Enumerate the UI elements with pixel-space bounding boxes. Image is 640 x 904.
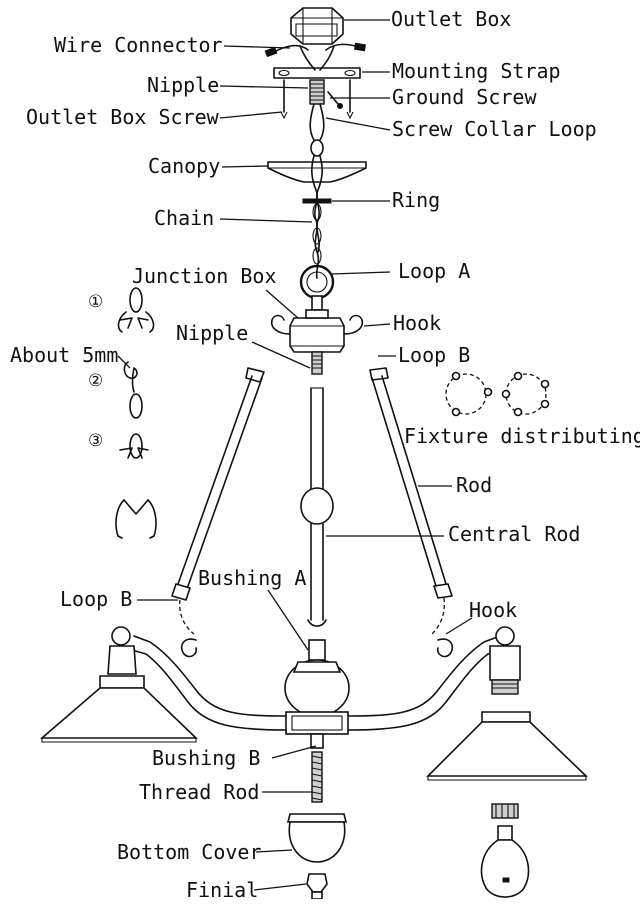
label-nipple-mid: Nipple	[176, 321, 248, 345]
step-marker-1: ①	[88, 292, 103, 312]
nipple-top-part	[309, 79, 325, 105]
label-nipple-top: Nipple	[147, 73, 219, 97]
bushing-b-part	[310, 733, 324, 749]
label-junction-box: Junction Box	[132, 264, 277, 288]
outlet-box-screws	[280, 79, 354, 120]
canopy-part	[267, 161, 367, 183]
label-screw-collar-loop: Screw Collar Loop	[392, 117, 597, 141]
label-hook-top: Hook	[393, 311, 441, 335]
label-mounting-strap: Mounting Strap	[392, 59, 561, 83]
label-bushing-a: Bushing A	[198, 566, 306, 590]
label-about-5mm: About 5mm	[10, 343, 118, 367]
left-lamp	[39, 626, 198, 743]
label-loop-a: Loop A	[398, 259, 470, 283]
hook-parts-top	[270, 314, 364, 335]
step-marker-3: ③	[88, 431, 103, 451]
label-bottom-cover: Bottom Cover	[117, 840, 262, 864]
arm-right	[347, 635, 503, 731]
label-fixture-distributing: Fixture distributing	[404, 424, 640, 448]
labels: Outlet Box Wire Connector Nipple Mountin…	[10, 7, 640, 902]
screw-collar-loop-part	[309, 103, 325, 157]
bushing-a-part	[307, 619, 327, 661]
label-loop-b-right: Loop B	[398, 343, 470, 367]
label-bushing-b: Bushing B	[152, 746, 260, 770]
label-thread-rod: Thread Rod	[139, 780, 259, 804]
junction-box-part	[289, 309, 345, 353]
label-loop-b-left: Loop B	[60, 587, 132, 611]
label-canopy: Canopy	[148, 154, 220, 178]
fixture-distributing-diagrams	[445, 371, 550, 417]
step-marker-2: ②	[88, 371, 103, 391]
label-finial: Finial	[186, 878, 258, 899]
outlet-box	[290, 7, 344, 45]
chain-part	[311, 155, 323, 279]
nipple-mid-part	[311, 351, 323, 375]
ring-part	[302, 198, 332, 204]
wire-connectors	[264, 42, 367, 71]
arm-left	[131, 635, 287, 731]
right-lamp	[426, 626, 588, 898]
label-chain: Chain	[154, 206, 214, 230]
ground-screw-part	[327, 91, 343, 109]
label-wire-connector: Wire Connector	[54, 33, 223, 57]
thread-rod-part	[311, 751, 323, 803]
body-knob	[284, 659, 350, 717]
label-ring: Ring	[392, 188, 440, 212]
rod-left	[171, 367, 265, 635]
mounting-strap	[273, 67, 361, 79]
bottom-cover-part	[286, 813, 348, 863]
arm-hub	[285, 711, 349, 735]
finial-part	[306, 873, 328, 900]
label-outlet-box: Outlet Box	[391, 7, 511, 31]
label-hook-right: Hook	[469, 598, 517, 622]
rod-right	[369, 367, 453, 635]
label-ground-screw: Ground Screw	[392, 85, 537, 109]
chain-steps-inset	[115, 287, 157, 539]
central-rod-part	[300, 387, 334, 621]
label-rod: Rod	[456, 473, 492, 497]
label-outlet-box-screw: Outlet Box Screw	[26, 105, 220, 129]
label-central-rod: Central Rod	[448, 522, 580, 546]
leader-lines	[117, 19, 473, 891]
